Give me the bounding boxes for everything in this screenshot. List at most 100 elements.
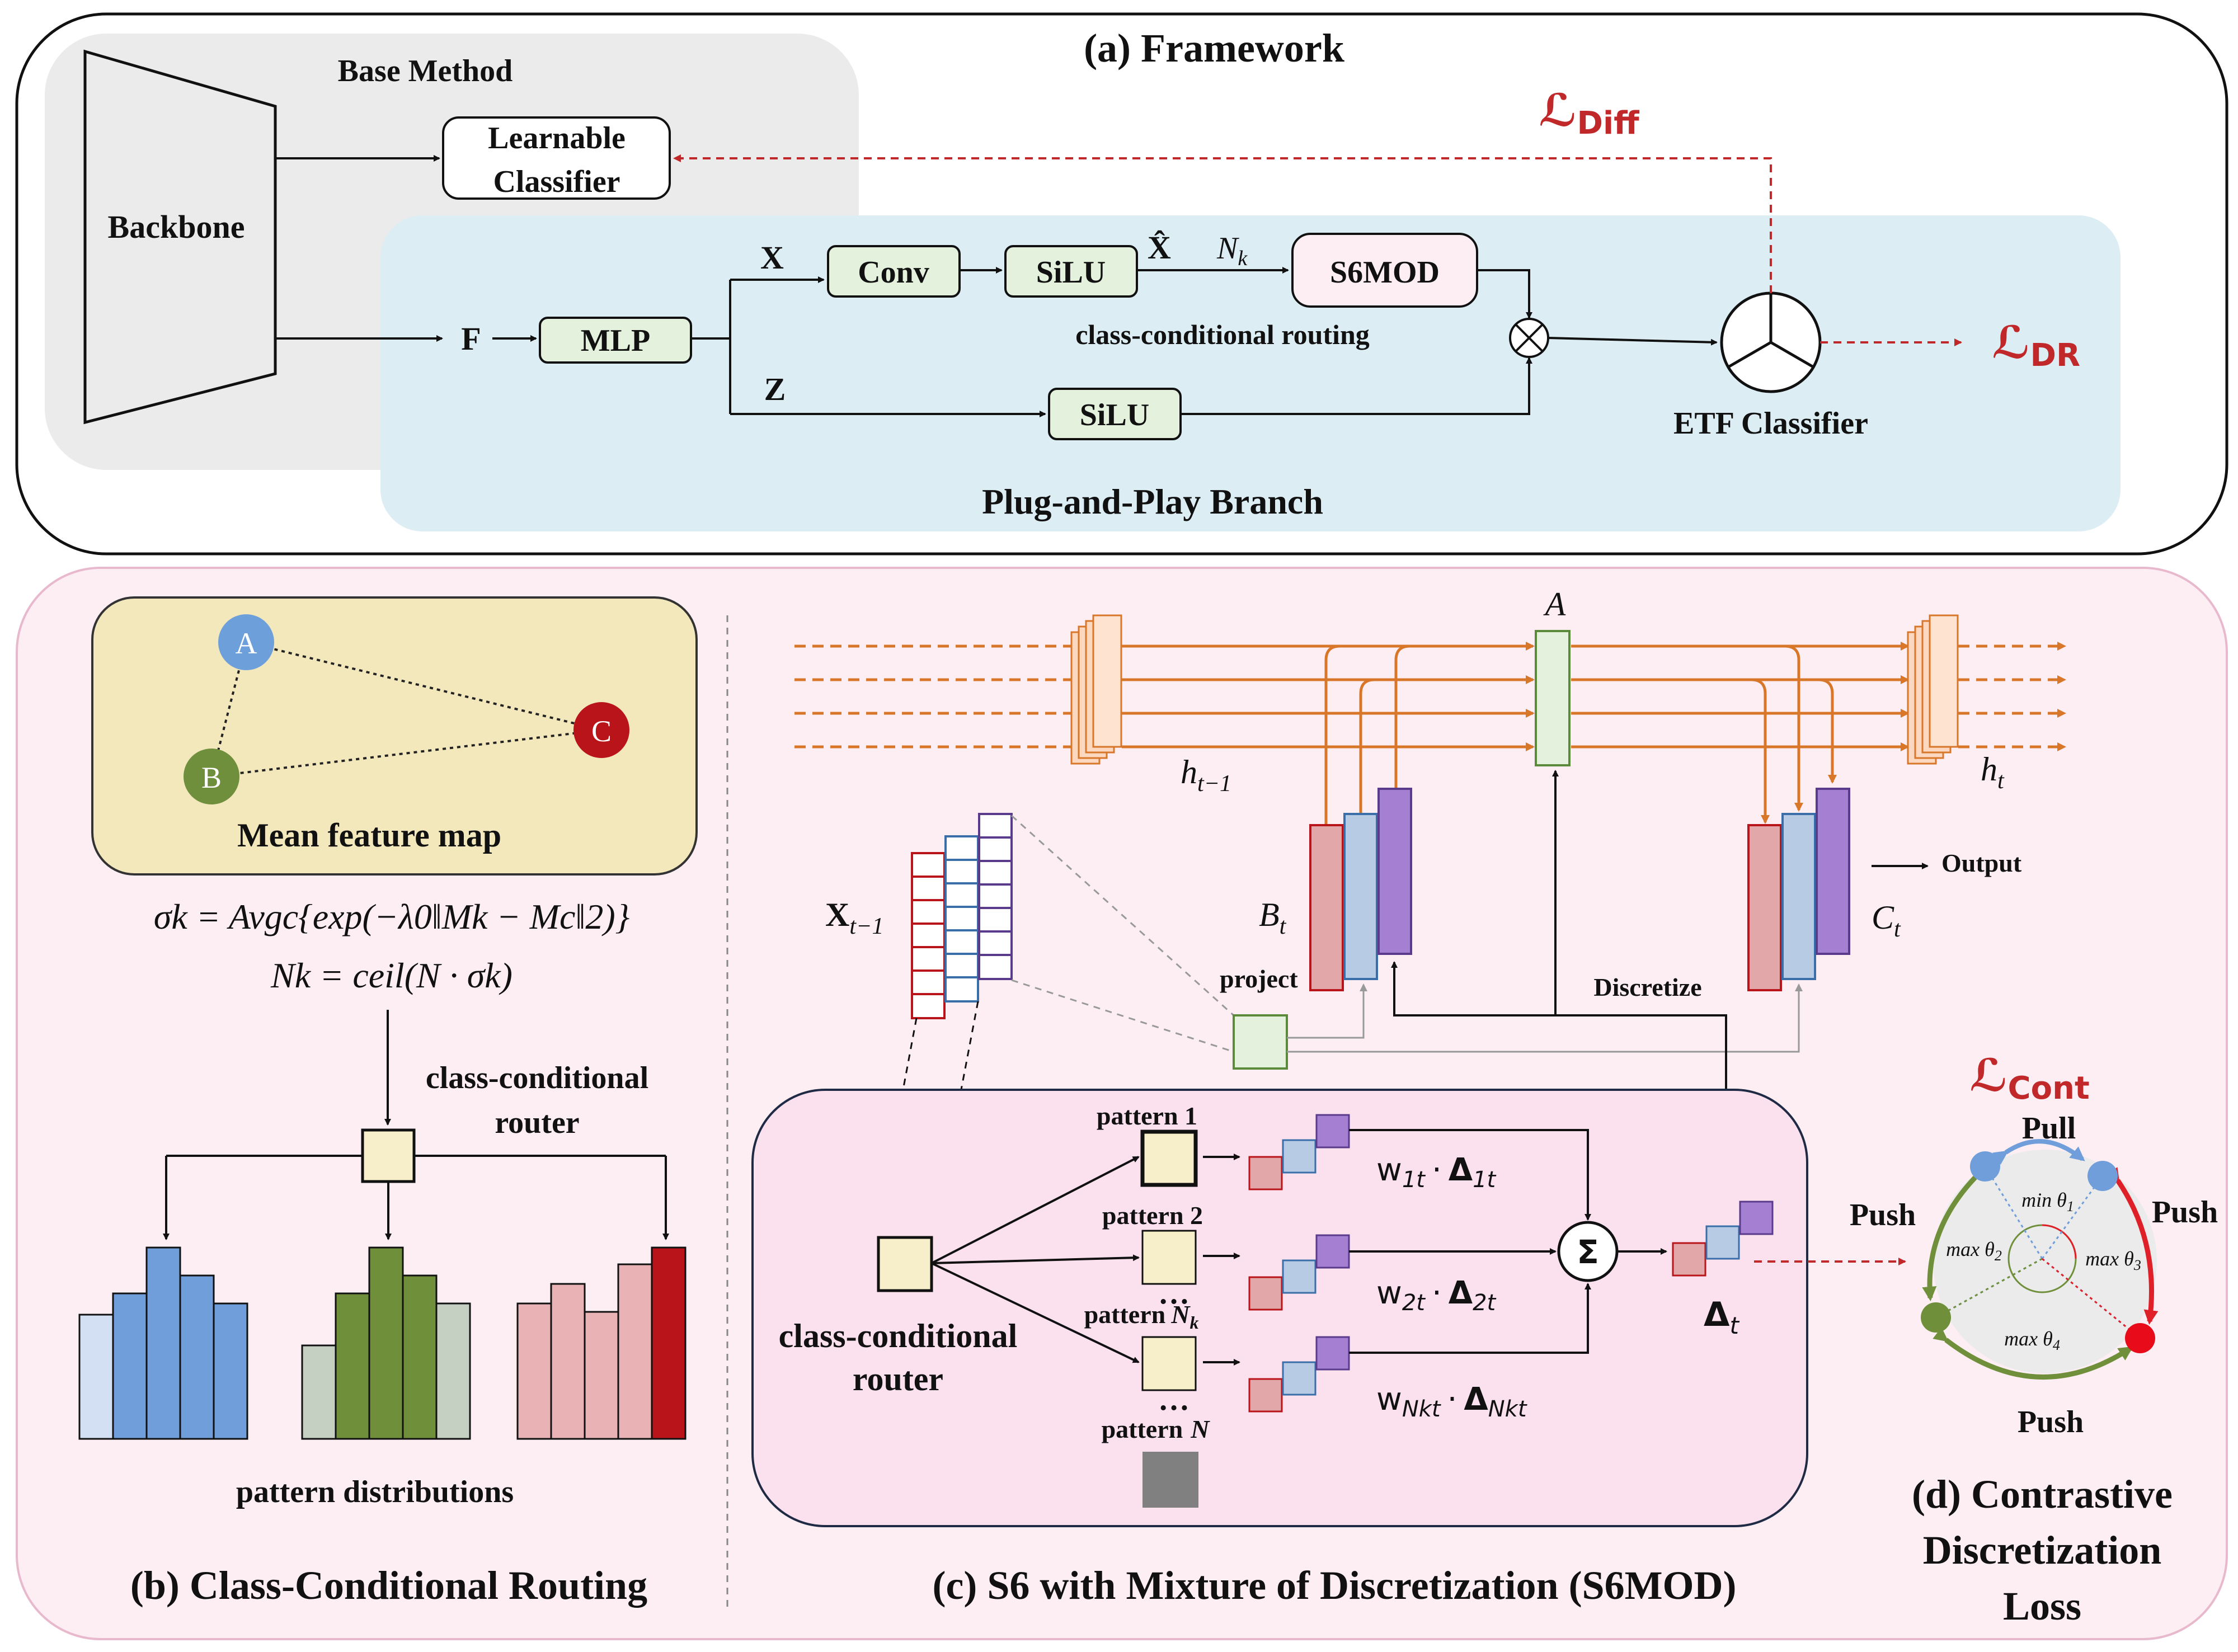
pattern1-label: pattern 1 <box>1097 1102 1197 1130</box>
project-box <box>1233 1014 1288 1070</box>
point-red <box>2125 1323 2155 1353</box>
ct-red-vector <box>1747 824 1782 991</box>
silu-to-mult-arrow <box>1181 357 1532 415</box>
h-t-sub: t <box>1997 768 2005 794</box>
delta1-blue <box>1282 1139 1317 1174</box>
bt-main: B <box>1259 896 1280 933</box>
router-c-line1: class-conditional <box>779 1317 1018 1354</box>
node-b-label: B <box>201 761 222 794</box>
multiply-icon <box>1515 323 1544 352</box>
hist-blue-bar <box>145 1246 181 1440</box>
hist-red-bar <box>617 1263 653 1440</box>
etf-classifier-label: ETF Classifier <box>1673 406 1868 441</box>
s6mod-panel: ht−1 ht A Bt Ct Output <box>751 586 2066 1608</box>
x-prev-red-cells <box>912 876 944 995</box>
router-b-line1: class-conditional <box>426 1061 648 1095</box>
max-theta2-text: max θ <box>1946 1238 1995 1260</box>
w1-dot: · <box>1432 1152 1442 1188</box>
center-lines <box>1935 1166 2141 1339</box>
pattern-histogram-green <box>301 1246 471 1440</box>
wn-delta-label: wNkt·ΔNkt <box>1376 1381 1527 1422</box>
bt-feed <box>1359 678 1375 814</box>
pull-arc <box>1992 1139 2085 1165</box>
pattern-dots-2: … <box>1158 1382 1189 1417</box>
delta1-sub: 1t <box>1473 1167 1496 1193</box>
pattern-nk-box <box>1141 1336 1197 1391</box>
framework-panel: (a) Framework Base Method Backbone Learn… <box>15 12 2228 556</box>
hist-red-bar <box>550 1283 586 1440</box>
l-cont-symbol: ℒ <box>1969 1049 2008 1102</box>
max-theta4: max θ4 <box>2004 1328 2060 1353</box>
min-theta1: min θ1 <box>2021 1189 2074 1215</box>
hist-green-bar <box>368 1246 404 1440</box>
nk-k: k <box>1238 247 1248 270</box>
h-t-main: h <box>1981 751 1997 788</box>
delta2-red <box>1248 1276 1283 1311</box>
center-lines-red <box>2042 1258 2141 1339</box>
bt-sub: t <box>1280 914 1287 939</box>
wn-sub: Nkt <box>1402 1396 1441 1422</box>
mean-feature-map-label: Mean feature map <box>237 817 501 854</box>
max-theta2-sub: 2 <box>1995 1248 2002 1264</box>
hist-red-bar <box>584 1311 619 1440</box>
h-prev-sub: t−1 <box>1197 771 1231 797</box>
router-b-line2: router <box>495 1105 579 1140</box>
a-matrix <box>1535 630 1571 766</box>
hist-blue-bar <box>78 1314 114 1440</box>
discretize-label: Discretize <box>1593 973 1701 1001</box>
contrastive-panel: ℒCont Pull Push Push Push min θ1 max θ2 … <box>1850 1049 2218 1629</box>
delta1-red <box>1248 1156 1283 1190</box>
bt-purple-vector <box>1377 788 1412 955</box>
routing-title: (b) Class-Conditional Routing <box>130 1563 647 1608</box>
pattern-nk-n: N <box>1170 1300 1191 1329</box>
bt-label: Bt <box>1259 896 1287 939</box>
delta2-purple <box>1315 1234 1350 1269</box>
etf-to-classifier-diff-arrow <box>673 154 1772 293</box>
pattern-distributions-label: pattern distributions <box>236 1475 514 1509</box>
pattern-histogram-red <box>516 1246 687 1440</box>
push-right-label: Push <box>2152 1195 2218 1230</box>
max-theta4-text: max θ <box>2004 1328 2053 1350</box>
node-c <box>573 702 629 758</box>
deltan: Δ <box>1464 1381 1488 1418</box>
delta-triplet-1 <box>1248 1114 1350 1190</box>
ct-feed <box>1818 678 1837 784</box>
w1-delta-label: w1t·Δ1t <box>1376 1152 1497 1193</box>
bt-red-vector <box>1309 824 1344 991</box>
hist-green-bar <box>402 1274 438 1440</box>
deltan-sub: Nkt <box>1488 1396 1527 1422</box>
delta-t-blue <box>1705 1225 1740 1260</box>
a-label: A <box>1543 586 1566 623</box>
contrastive-title-line1: (d) Contrastive <box>1912 1472 2173 1517</box>
x-prev-blue-column <box>944 835 979 1003</box>
l-dr-symbol: ℒ <box>1992 317 2030 369</box>
h-prev-label: ht−1 <box>1181 754 1231 797</box>
push-arc-bottom <box>1933 1327 2134 1380</box>
router-to-patternN <box>931 1262 1140 1363</box>
x-prev-label: Xt−1 <box>825 896 883 939</box>
w2-dot: · <box>1432 1275 1442 1311</box>
router-c-box <box>877 1236 933 1292</box>
hist-green-bar <box>435 1302 471 1440</box>
wn-dot: · <box>1447 1381 1457 1418</box>
h-prev-stack <box>1070 614 1122 765</box>
node-b <box>184 749 239 804</box>
xhat-label: X̂ <box>1148 229 1171 266</box>
backbone-trapezoid <box>83 49 277 425</box>
w2-delta-label: w2t·Δ2t <box>1376 1275 1497 1316</box>
hypersphere <box>1933 1150 2157 1373</box>
w2-sub: 2t <box>1402 1290 1426 1316</box>
s6mod-to-mult-arrow <box>1477 269 1532 319</box>
pattern-nk-k: k <box>1189 1312 1198 1333</box>
router-to-pattern2 <box>931 1254 1140 1264</box>
delta-t-main: Δ <box>1704 1295 1730 1334</box>
w1-sub: 1t <box>1402 1167 1426 1193</box>
max-theta2: max θ2 <box>1946 1238 2002 1264</box>
plug-and-play-label: Plug-and-Play Branch <box>982 482 1323 521</box>
backbone-label: Backbone <box>108 209 245 245</box>
learnable-classifier-line2: Classifier <box>493 164 620 199</box>
point-blue-2 <box>2087 1161 2118 1191</box>
mlp-label: MLP <box>581 323 650 358</box>
